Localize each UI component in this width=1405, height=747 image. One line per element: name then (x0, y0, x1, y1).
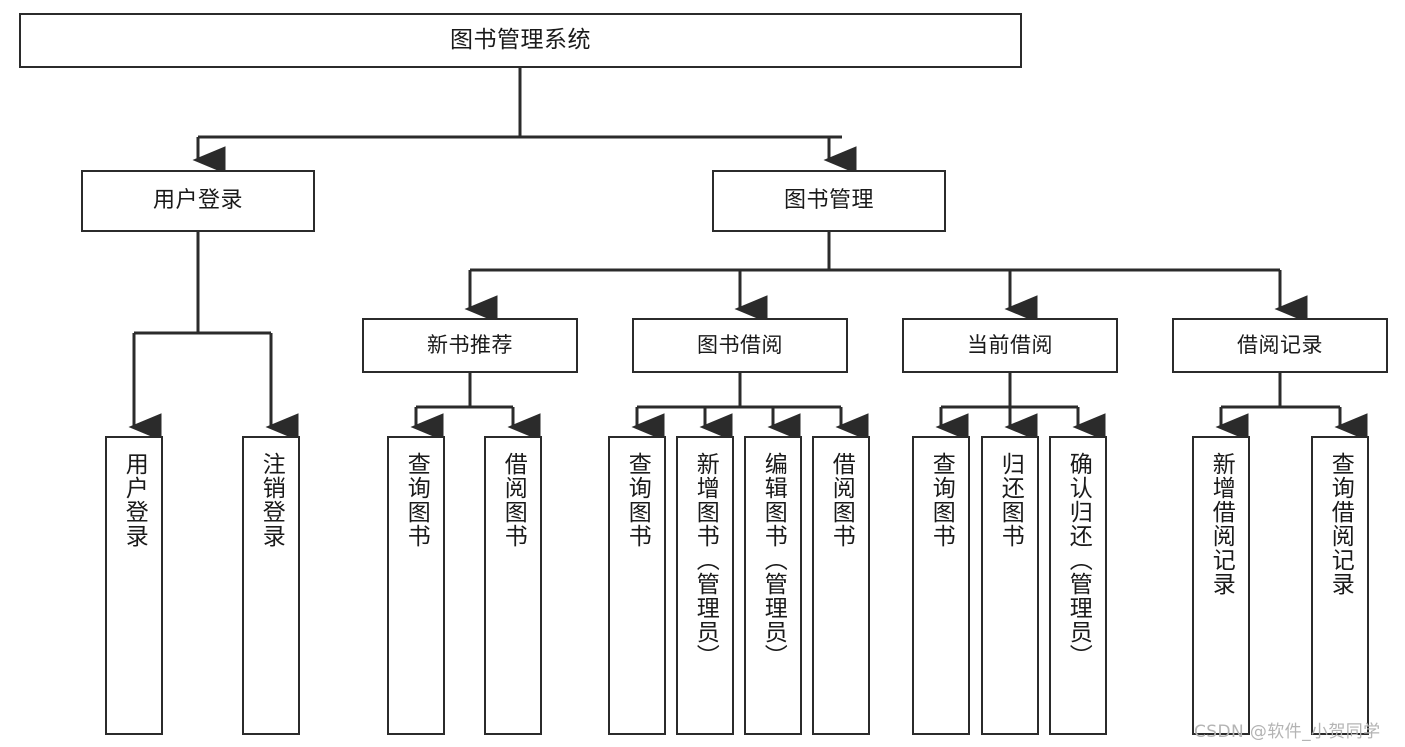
node-root-book-management-system[interactable]: 图书管理系统 (19, 13, 1022, 68)
node-label: 用户登录 (152, 187, 243, 213)
node-label: 查询图书 (403, 452, 430, 548)
node-current-borrow[interactable]: 当前借阅 (902, 318, 1118, 373)
node-leaf-query-borrow-record[interactable]: 查询借阅记录 (1311, 436, 1369, 735)
node-new-book-recommend[interactable]: 新书推荐 (362, 318, 578, 373)
node-label: 查询借阅记录 (1327, 452, 1354, 596)
node-label: 图书管理系统 (450, 26, 591, 53)
node-label: 新书推荐 (427, 332, 513, 357)
node-label: 当前借阅 (967, 332, 1053, 357)
node-leaf-logout[interactable]: 注销登录 (242, 436, 300, 735)
node-label: 用户登录 (121, 452, 148, 548)
node-label: 新增借阅记录 (1208, 452, 1235, 596)
node-label: 借阅图书 (828, 452, 855, 548)
node-label: 新增图书（管理员） (692, 452, 719, 668)
node-label: 图书借阅 (697, 332, 783, 357)
node-leaf-add-book[interactable]: 新增图书（管理员） (676, 436, 734, 735)
node-leaf-query-book-borrow[interactable]: 查询图书 (608, 436, 666, 735)
node-leaf-user-login[interactable]: 用户登录 (105, 436, 163, 735)
node-book-management[interactable]: 图书管理 (712, 170, 946, 232)
node-leaf-return-book[interactable]: 归还图书 (981, 436, 1039, 735)
node-leaf-borrow-book[interactable]: 借阅图书 (812, 436, 870, 735)
node-label: 归还图书 (997, 452, 1024, 548)
node-leaf-borrow-book-recommend[interactable]: 借阅图书 (484, 436, 542, 735)
node-leaf-add-borrow-record[interactable]: 新增借阅记录 (1192, 436, 1250, 735)
node-label: 查询图书 (928, 452, 955, 548)
node-label: 查询图书 (624, 452, 651, 548)
node-leaf-confirm-return[interactable]: 确认归还（管理员） (1049, 436, 1107, 735)
node-label: 编辑图书（管理员） (760, 452, 787, 668)
node-leaf-query-book-recommend[interactable]: 查询图书 (387, 436, 445, 735)
node-book-borrow[interactable]: 图书借阅 (632, 318, 848, 373)
node-label: 借阅图书 (500, 452, 527, 548)
node-label: 确认归还（管理员） (1065, 452, 1092, 668)
node-label: 借阅记录 (1237, 332, 1323, 357)
node-user-login[interactable]: 用户登录 (81, 170, 315, 232)
node-borrow-record[interactable]: 借阅记录 (1172, 318, 1388, 373)
csdn-watermark: CSDN @软件_小贺同学 (1194, 722, 1381, 742)
node-leaf-query-book-current[interactable]: 查询图书 (912, 436, 970, 735)
node-label: 图书管理 (783, 187, 874, 213)
node-leaf-edit-book[interactable]: 编辑图书（管理员） (744, 436, 802, 735)
node-label: 注销登录 (258, 452, 285, 548)
